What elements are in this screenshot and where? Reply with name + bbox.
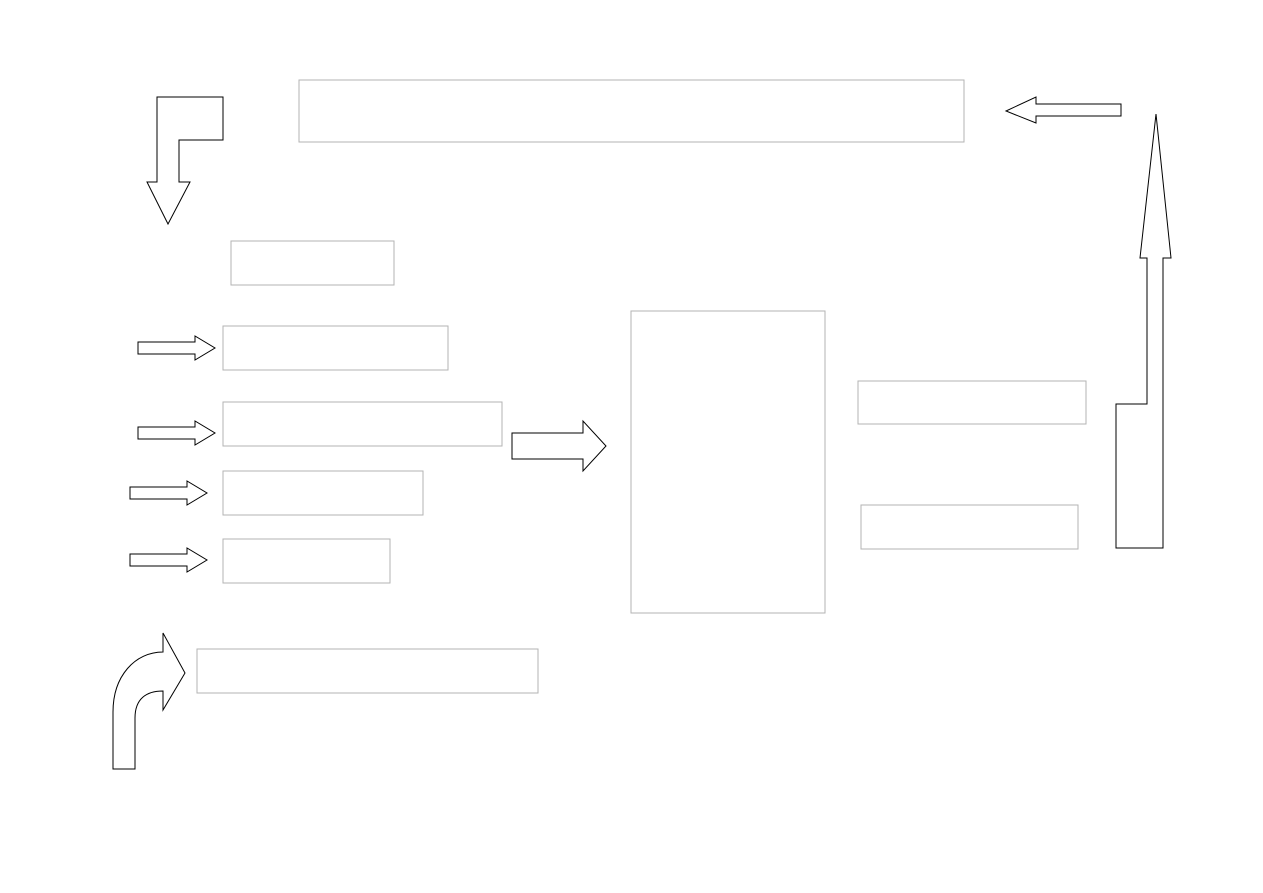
right-arrow-icon-3 bbox=[129, 480, 208, 506]
box-left-3 bbox=[222, 401, 503, 447]
right-arrow-icon-4 bbox=[129, 547, 208, 573]
curved-right-arrow-icon bbox=[112, 632, 186, 770]
right-arrow-icon-2 bbox=[137, 420, 216, 446]
box-right-lower bbox=[860, 504, 1079, 550]
box-right-upper bbox=[857, 380, 1087, 425]
up-arrow-icon bbox=[1115, 113, 1172, 549]
box-left-5 bbox=[222, 538, 391, 584]
left-arrow-icon bbox=[1004, 96, 1122, 124]
box-left-1 bbox=[230, 240, 395, 286]
box-left-4 bbox=[222, 470, 424, 516]
box-left-2 bbox=[222, 325, 449, 371]
box-bottom-left bbox=[196, 648, 539, 694]
box-top-wide bbox=[298, 79, 965, 143]
box-center-tall bbox=[630, 310, 826, 614]
bent-down-arrow-icon bbox=[146, 96, 224, 226]
right-arrow-icon-1 bbox=[137, 335, 216, 361]
large-right-arrow-icon bbox=[511, 419, 607, 473]
